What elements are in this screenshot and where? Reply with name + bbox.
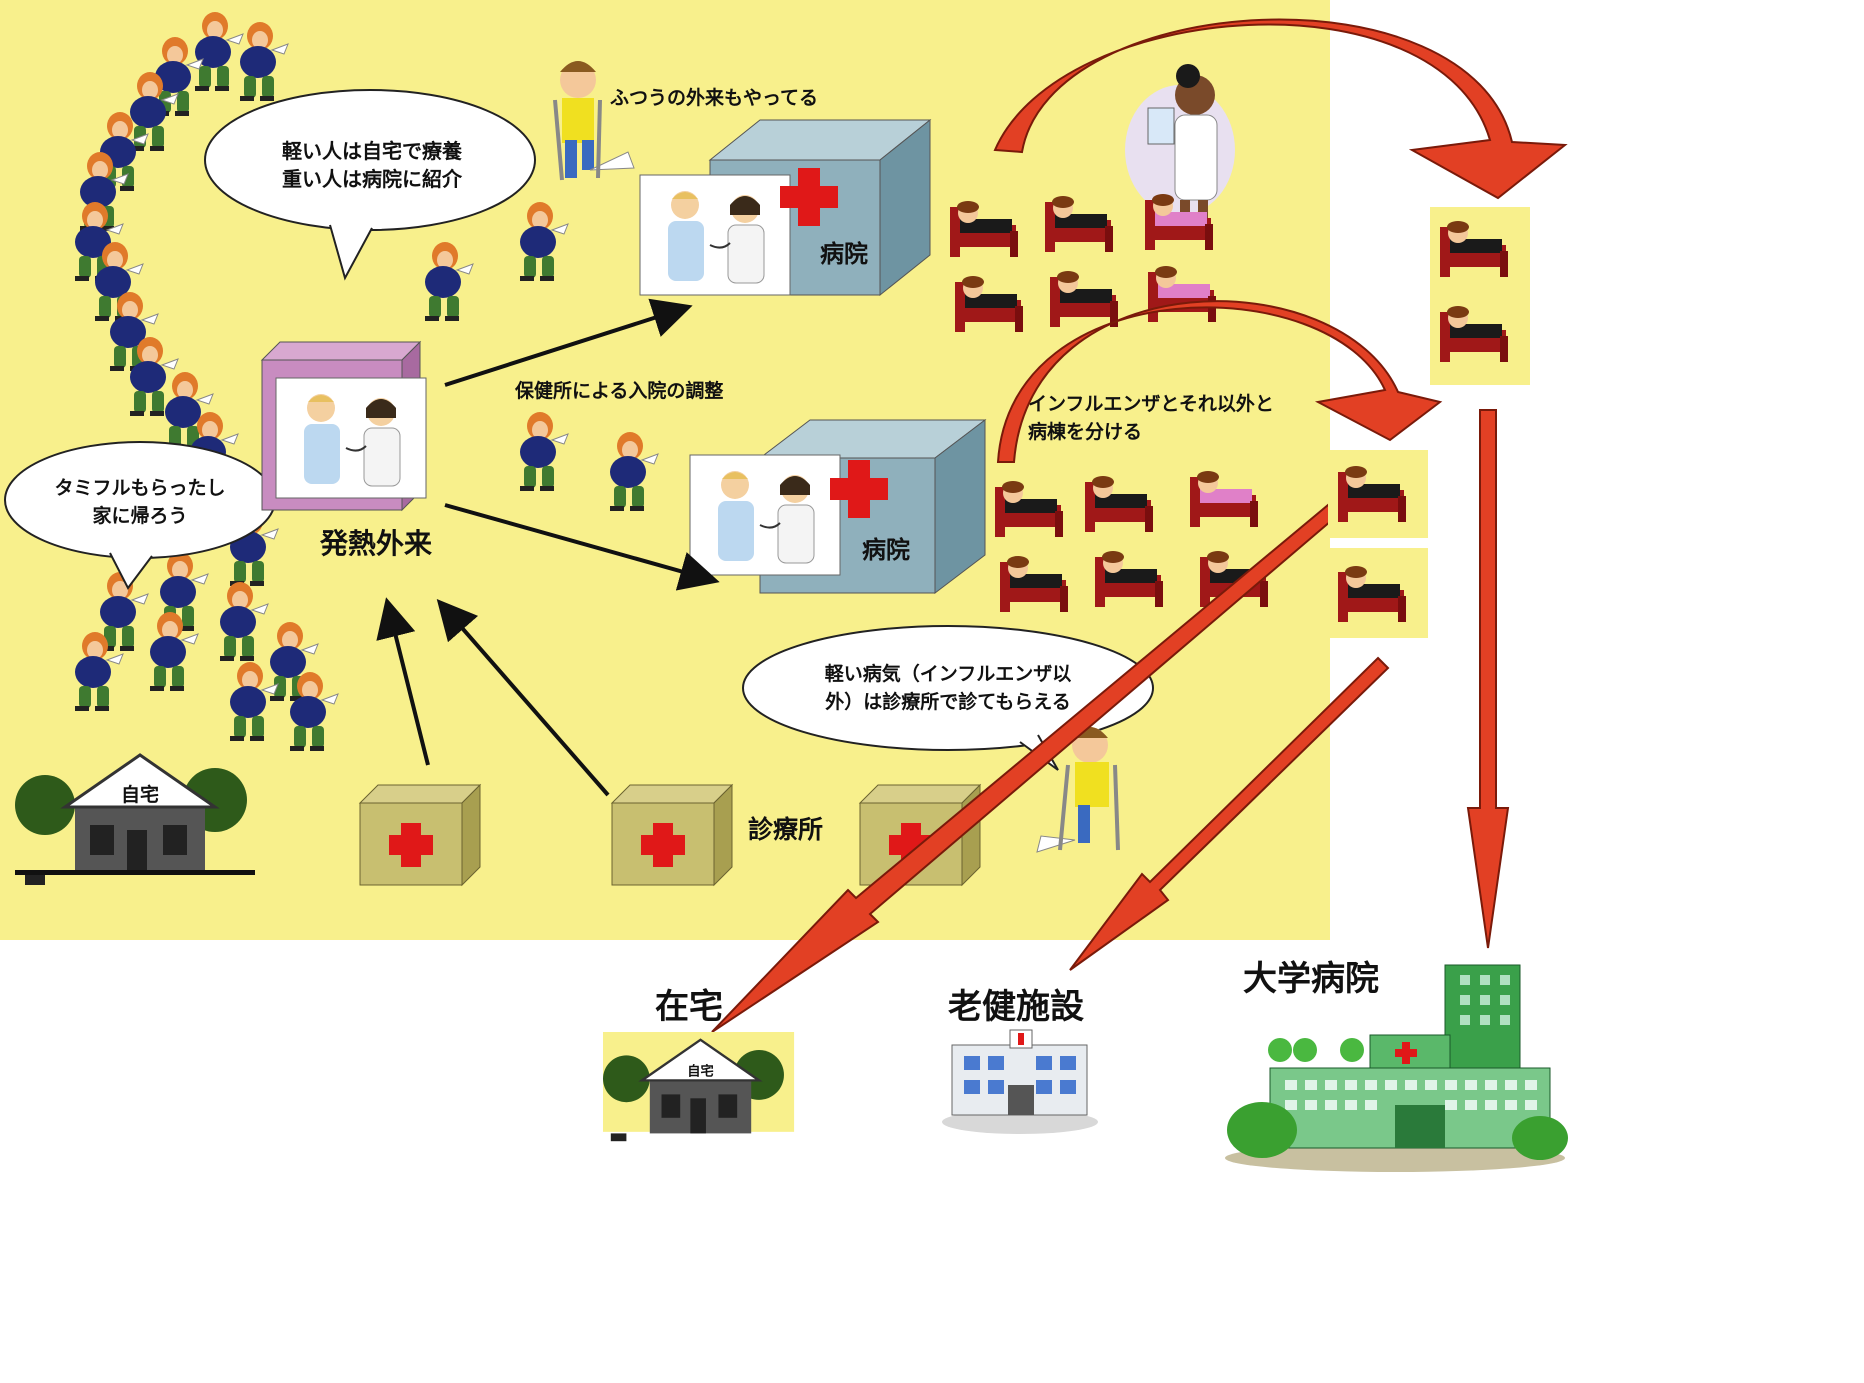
dest-elderly-facility-label: 老健施設: [948, 987, 1084, 1027]
hospital-label-1: 病院: [820, 240, 868, 268]
red-arrow-to-university-hospital: [1466, 409, 1510, 949]
separate-wards-line-2: 病棟を分ける: [1028, 420, 1142, 443]
red-arrow-to-home: [711, 503, 1340, 1033]
speech-tamiflu-line-2: 家に帰ろう: [92, 504, 187, 527]
speech-bubble-clinic: 軽い病気（インフルエンザ以 外）は診療所で診てもらえる: [742, 625, 1154, 771]
nurse-with-clipboard: [1125, 64, 1235, 222]
black-flow-arrows: [376, 298, 720, 797]
clinic-label: 診療所: [748, 815, 823, 844]
separate-wards-line-1: インフルエンザとそれ以外と: [1028, 392, 1274, 415]
child-with-crutches-top: [553, 61, 635, 181]
home-house: 自宅: [13, 753, 255, 887]
elderly-facility-building: [942, 1029, 1098, 1134]
fever-outpatient-building: [260, 340, 427, 512]
dest-home-label: 在宅: [655, 987, 723, 1027]
red-flow-arrows: [711, 18, 1568, 1033]
red-curved-arrow-middle: [996, 300, 1443, 463]
home-sign-label: 自宅: [121, 783, 159, 806]
speech-bubble-tamiflu: タミフルもらったし 家に帰ろう: [4, 441, 276, 590]
speech-bubble-home-care: 軽い人は自宅で療養 重い人は病院に紹介: [204, 89, 536, 281]
fever-outpatient-label: 発熱外来: [319, 527, 432, 560]
hospital-label-2: 病院: [862, 536, 910, 564]
dest-home-house: 自宅: [601, 1032, 795, 1143]
admission-coordination-label: 保健所による入院の調整: [514, 379, 723, 402]
speech-clinic-line-2: 外）は診療所で診てもらえる: [825, 690, 1070, 713]
dest-home-sign-label: 自宅: [687, 1063, 714, 1080]
clinic-boxes: [359, 784, 981, 886]
speech-home-care-line-2: 重い人は病院に紹介: [282, 167, 463, 191]
dest-university-hospital-label: 大学病院: [1243, 959, 1379, 999]
speech-home-care-line-1: 軽い人は自宅で療養: [282, 139, 463, 163]
speech-clinic-line-1: 軽い病気（インフルエンザ以: [825, 662, 1071, 685]
patient-bed-cutouts: [1328, 207, 1530, 638]
hospital-building-1: 病院: [639, 118, 932, 297]
hospital-building-2: 病院: [689, 418, 987, 595]
red-arrow-to-elderly-facility: [1069, 656, 1390, 971]
speech-tamiflu-line-1: タミフルもらったし: [54, 477, 225, 499]
red-curved-arrow-top: [993, 18, 1568, 200]
normal-outpatient-label: ふつうの外来もやってる: [610, 86, 818, 109]
university-hospital-building: [1225, 964, 1568, 1172]
